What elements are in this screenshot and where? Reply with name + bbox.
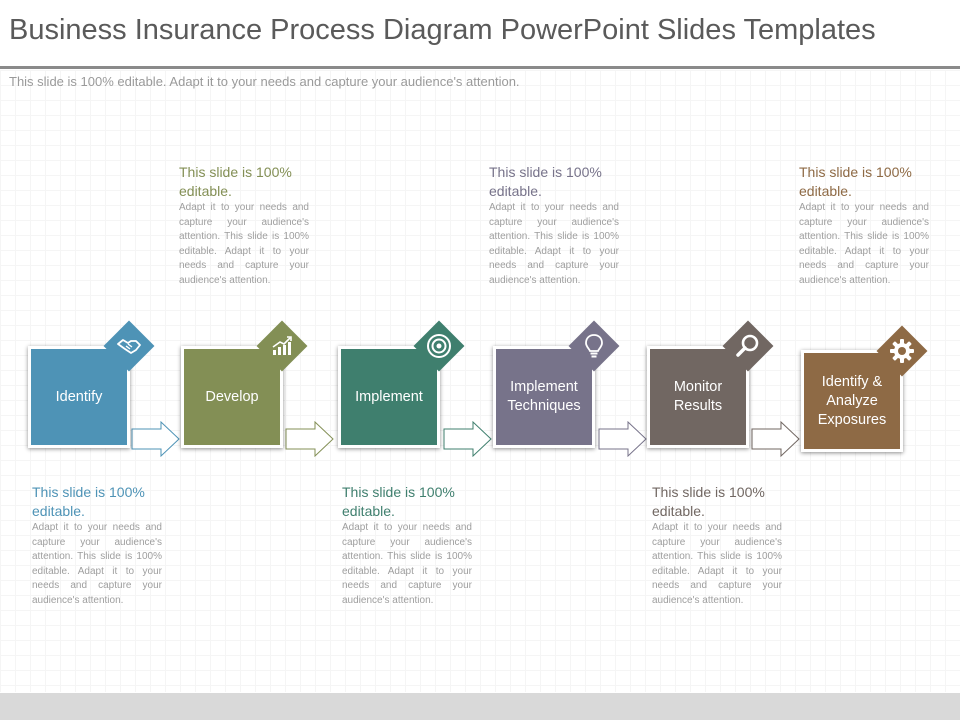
description-heading: This slide is 100% editable. <box>179 164 292 199</box>
description-body: Adapt it to your needs and capture your … <box>489 202 619 286</box>
arrow-connector <box>751 421 800 457</box>
arrow-connector <box>285 421 334 457</box>
background-grid <box>0 70 960 692</box>
description-body: Adapt it to your needs and capture your … <box>342 522 472 606</box>
description-body: Adapt it to your needs and capture your … <box>32 522 162 606</box>
handshake-icon <box>111 328 147 364</box>
arrow-connector <box>598 421 647 457</box>
step-card-implement: Implement <box>338 346 440 448</box>
step-description-implement: This slide is 100% editable. Adapt it to… <box>342 483 472 608</box>
step-label: Implement <box>355 388 423 405</box>
magnifier-icon <box>730 328 766 364</box>
step-card-monitor-results: Monitor Results <box>647 346 749 448</box>
description-heading: This slide is 100% editable. <box>32 484 145 519</box>
description-body: Adapt it to your needs and capture your … <box>179 202 309 286</box>
arrow-connector <box>131 421 180 457</box>
step-card-identify: Identify <box>28 346 130 448</box>
step-label: Develop <box>205 388 259 405</box>
growth-chart-icon <box>264 328 300 364</box>
step-label: Identify <box>55 388 103 405</box>
step-card-develop: Develop <box>181 346 283 448</box>
arrow-connector <box>443 421 492 457</box>
step-card-implement-techniques: Implement Techniques <box>493 346 595 448</box>
description-body: Adapt it to your needs and capture your … <box>799 202 929 286</box>
footer-bar <box>0 693 960 720</box>
description-heading: This slide is 100% editable. <box>489 164 602 199</box>
step-card-identify-analyze-exposures: Identify & Analyze Exposures <box>801 350 903 452</box>
title-divider <box>0 66 960 69</box>
description-heading: This slide is 100% editable. <box>652 484 765 519</box>
description-heading: This slide is 100% editable. <box>342 484 455 519</box>
slide-title: Business Insurance Process Diagram Power… <box>9 14 876 46</box>
step-label: Monitor Results <box>673 379 723 414</box>
step-label: Implement Techniques <box>507 379 581 414</box>
slide-subtitle: This slide is 100% editable. Adapt it to… <box>9 74 520 89</box>
step-description-identify-analyze-exposures: This slide is 100% editable. Adapt it to… <box>799 163 929 288</box>
target-icon <box>421 328 457 364</box>
description-heading: This slide is 100% editable. <box>799 164 912 199</box>
lightbulb-icon <box>576 328 612 364</box>
step-label: Identify & Analyze Exposures <box>817 373 887 428</box>
step-description-identify: This slide is 100% editable. Adapt it to… <box>32 483 162 608</box>
gear-icon <box>884 333 920 369</box>
step-description-monitor-results: This slide is 100% editable. Adapt it to… <box>652 483 782 608</box>
step-description-implement-techniques: This slide is 100% editable. Adapt it to… <box>489 163 619 288</box>
description-body: Adapt it to your needs and capture your … <box>652 522 782 606</box>
step-description-develop: This slide is 100% editable. Adapt it to… <box>179 163 309 288</box>
